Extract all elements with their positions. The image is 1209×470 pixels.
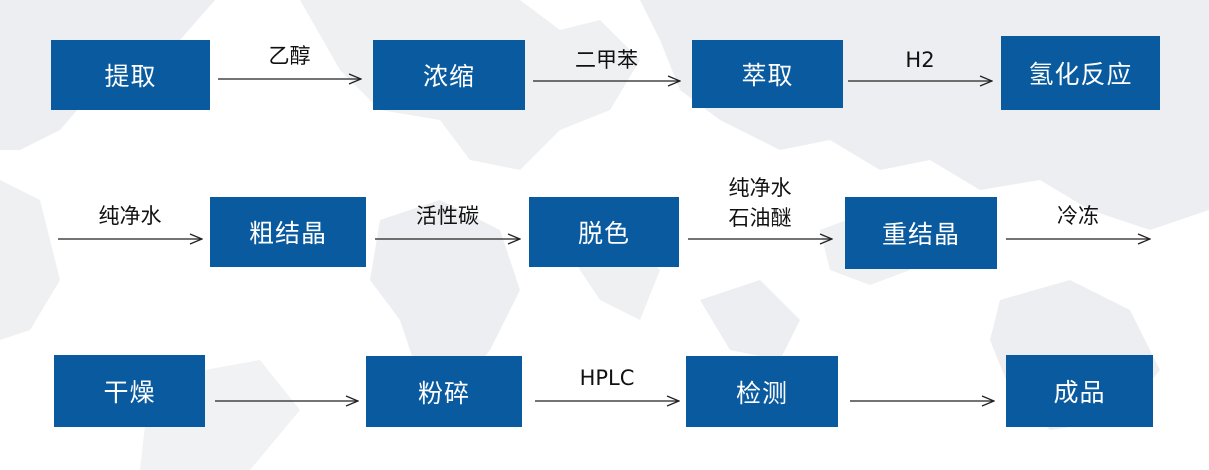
label-xylene: 二甲苯 [575,48,638,72]
step-concentrate: 浓缩 [373,40,525,110]
label-hplc: HPLC [579,366,635,390]
step-reextract: 萃取 [692,40,843,108]
step-dry: 干燥 [54,355,205,427]
step-decolorization: 脱色 [529,197,679,267]
label-ethanol: 乙醇 [268,44,311,68]
label-freeze: 冷冻 [1057,204,1099,228]
step-extract: 提取 [51,40,210,110]
step-test: 检测 [686,356,838,427]
label-activated-carbon: 活性碳 [416,204,479,228]
step-recrystallization: 重结晶 [845,197,997,269]
label-h2: H2 [905,48,935,72]
step-hydrogenation: 氢化反应 [1001,36,1160,110]
step-grind: 粉碎 [366,356,522,427]
step-crude-crystallization: 粗结晶 [210,197,366,267]
step-final-product: 成品 [1006,355,1153,427]
label-pure-water: 纯净水 [98,204,162,228]
label-petroleum-ether: 石油醚 [728,206,792,230]
label-pure-water-2: 纯净水 [728,176,792,200]
